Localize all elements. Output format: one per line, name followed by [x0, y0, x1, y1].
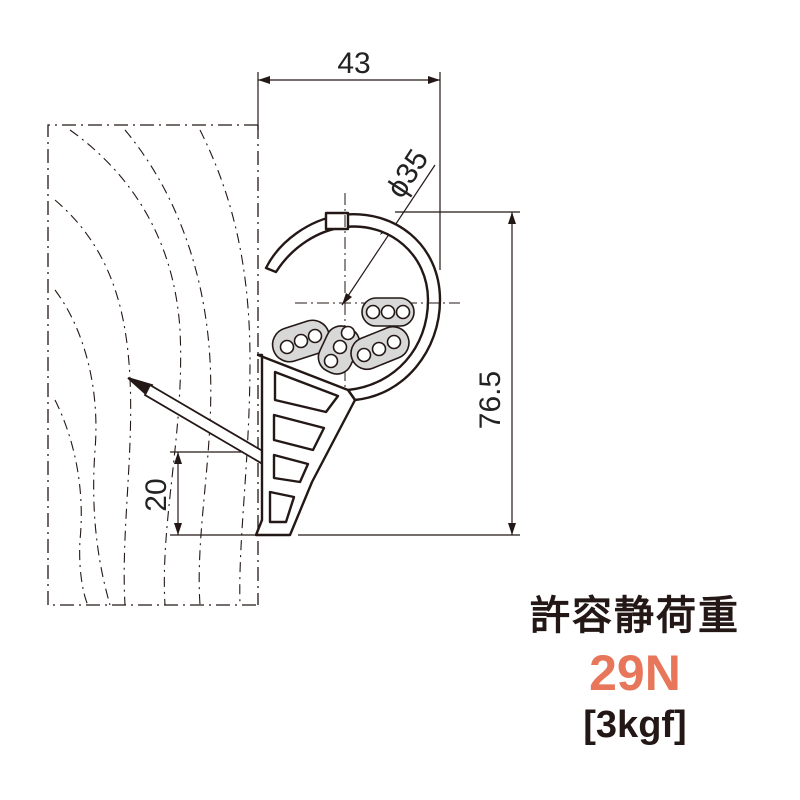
dimension-76-5 [298, 211, 520, 536]
load-value: 29N [589, 645, 681, 701]
cable-bundles [271, 297, 415, 375]
holder-rib-3 [272, 453, 310, 484]
cable-bundle-2 [361, 297, 415, 327]
dimension-20 [170, 451, 265, 536]
cable-bundle-4 [350, 325, 410, 371]
holder-rib-2 [272, 413, 326, 452]
load-kgf: [3kgf] [583, 704, 687, 746]
post-outline [47, 124, 258, 606]
dimension-43-label: 43 [337, 47, 370, 80]
wooden-post [47, 124, 259, 606]
holder-rib-1 [273, 370, 340, 414]
wood-grain [54, 129, 251, 606]
dimension-76-5-label: 76.5 [474, 371, 507, 429]
dimension-20-label: 20 [140, 478, 173, 511]
dimension-phi35-label: ϕ35 [380, 144, 435, 204]
cable-bundle-3 [317, 325, 361, 375]
cable-holder [254, 211, 442, 537]
holder-clip [324, 211, 350, 231]
load-title: 許容静荷重 [530, 593, 740, 639]
cable-bundle-1 [271, 319, 331, 363]
holder-rib-4 [268, 490, 296, 524]
dimension-43 [257, 72, 441, 270]
